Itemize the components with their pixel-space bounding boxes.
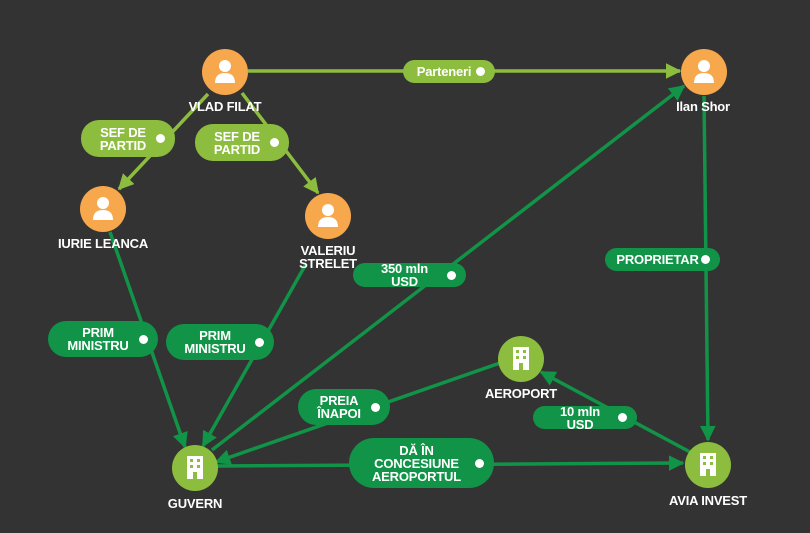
person-icon	[202, 49, 248, 95]
edge-label-text: SEF DE PARTID	[213, 128, 261, 157]
node-guvern[interactable]	[172, 445, 218, 491]
building-icon	[498, 336, 544, 382]
label-iurie-leanca: IURIE LEANCA	[57, 236, 149, 251]
label-avia-invest: AVIA INVEST	[669, 493, 747, 508]
dot-icon	[618, 413, 627, 422]
label-aeroport: AEROPORT	[484, 386, 558, 401]
building-icon	[172, 445, 218, 491]
edge-label-sef-de-partid-1[interactable]: SEF DE PARTID	[81, 120, 175, 157]
building-icon	[685, 442, 731, 488]
node-iurie-leanca[interactable]	[80, 186, 126, 232]
label-valeriu-strelet: VALERIU STRELET	[299, 243, 357, 271]
node-aeroport[interactable]	[498, 336, 544, 382]
label-ilan-shor: Ilan Shor	[676, 99, 730, 114]
edge-label-text: PREIA ÎNAPOI	[317, 393, 361, 421]
dot-icon	[139, 334, 148, 344]
edge-label-text: SEF DE PARTID	[99, 124, 147, 153]
edge-label-text: 350 mln USD	[380, 261, 428, 289]
edge-label-prim-ministru-2[interactable]: PRIM MINISTRU	[166, 324, 274, 360]
dot-icon	[447, 270, 456, 280]
edge-label-text: 10 mln USD	[560, 403, 600, 432]
edge-label-text: PROPRIETAR	[616, 252, 699, 267]
edge-label-preia-inapoi[interactable]: PREIA ÎNAPOI	[298, 389, 390, 425]
person-icon	[80, 186, 126, 232]
node-avia-invest[interactable]	[685, 442, 731, 488]
edge-label-text: DĂ ÎN CONCESIUNE AEROPORTUL	[371, 442, 461, 484]
edge-label-10-mln[interactable]: 10 mln USD	[533, 403, 637, 432]
edge-label-proprietar[interactable]: PROPRIETAR	[605, 248, 720, 271]
edge-label-text: Parteneri	[416, 64, 472, 79]
node-ilan-shor[interactable]	[681, 49, 727, 95]
node-vlad-filat[interactable]	[202, 49, 248, 95]
edge-label-prim-ministru-1[interactable]: PRIM MINISTRU	[48, 321, 158, 357]
dot-icon	[371, 402, 380, 412]
edge-label-text: PRIM MINISTRU	[67, 325, 129, 353]
edge-label-parteneri[interactable]: Parteneri	[403, 60, 495, 83]
edge-label-sef-de-partid-2[interactable]: SEF DE PARTID	[195, 124, 289, 161]
node-valeriu-strelet[interactable]	[305, 193, 351, 239]
label-vlad-filat: VLAD FILAT	[188, 99, 262, 114]
dot-icon	[476, 67, 485, 76]
edge-label-350-mln[interactable]: 350 mln USD	[353, 261, 466, 289]
dot-icon	[701, 255, 710, 264]
edge-label-da-in-concesiune[interactable]: DĂ ÎN CONCESIUNE AEROPORTUL	[349, 438, 494, 488]
dot-icon	[270, 138, 279, 147]
edge-label-text: PRIM MINISTRU	[184, 328, 246, 356]
dot-icon	[156, 134, 165, 143]
dot-icon	[475, 458, 484, 468]
label-guvern: GUVERN	[167, 496, 223, 511]
dot-icon	[255, 337, 264, 347]
person-icon	[305, 193, 351, 239]
person-icon	[681, 49, 727, 95]
